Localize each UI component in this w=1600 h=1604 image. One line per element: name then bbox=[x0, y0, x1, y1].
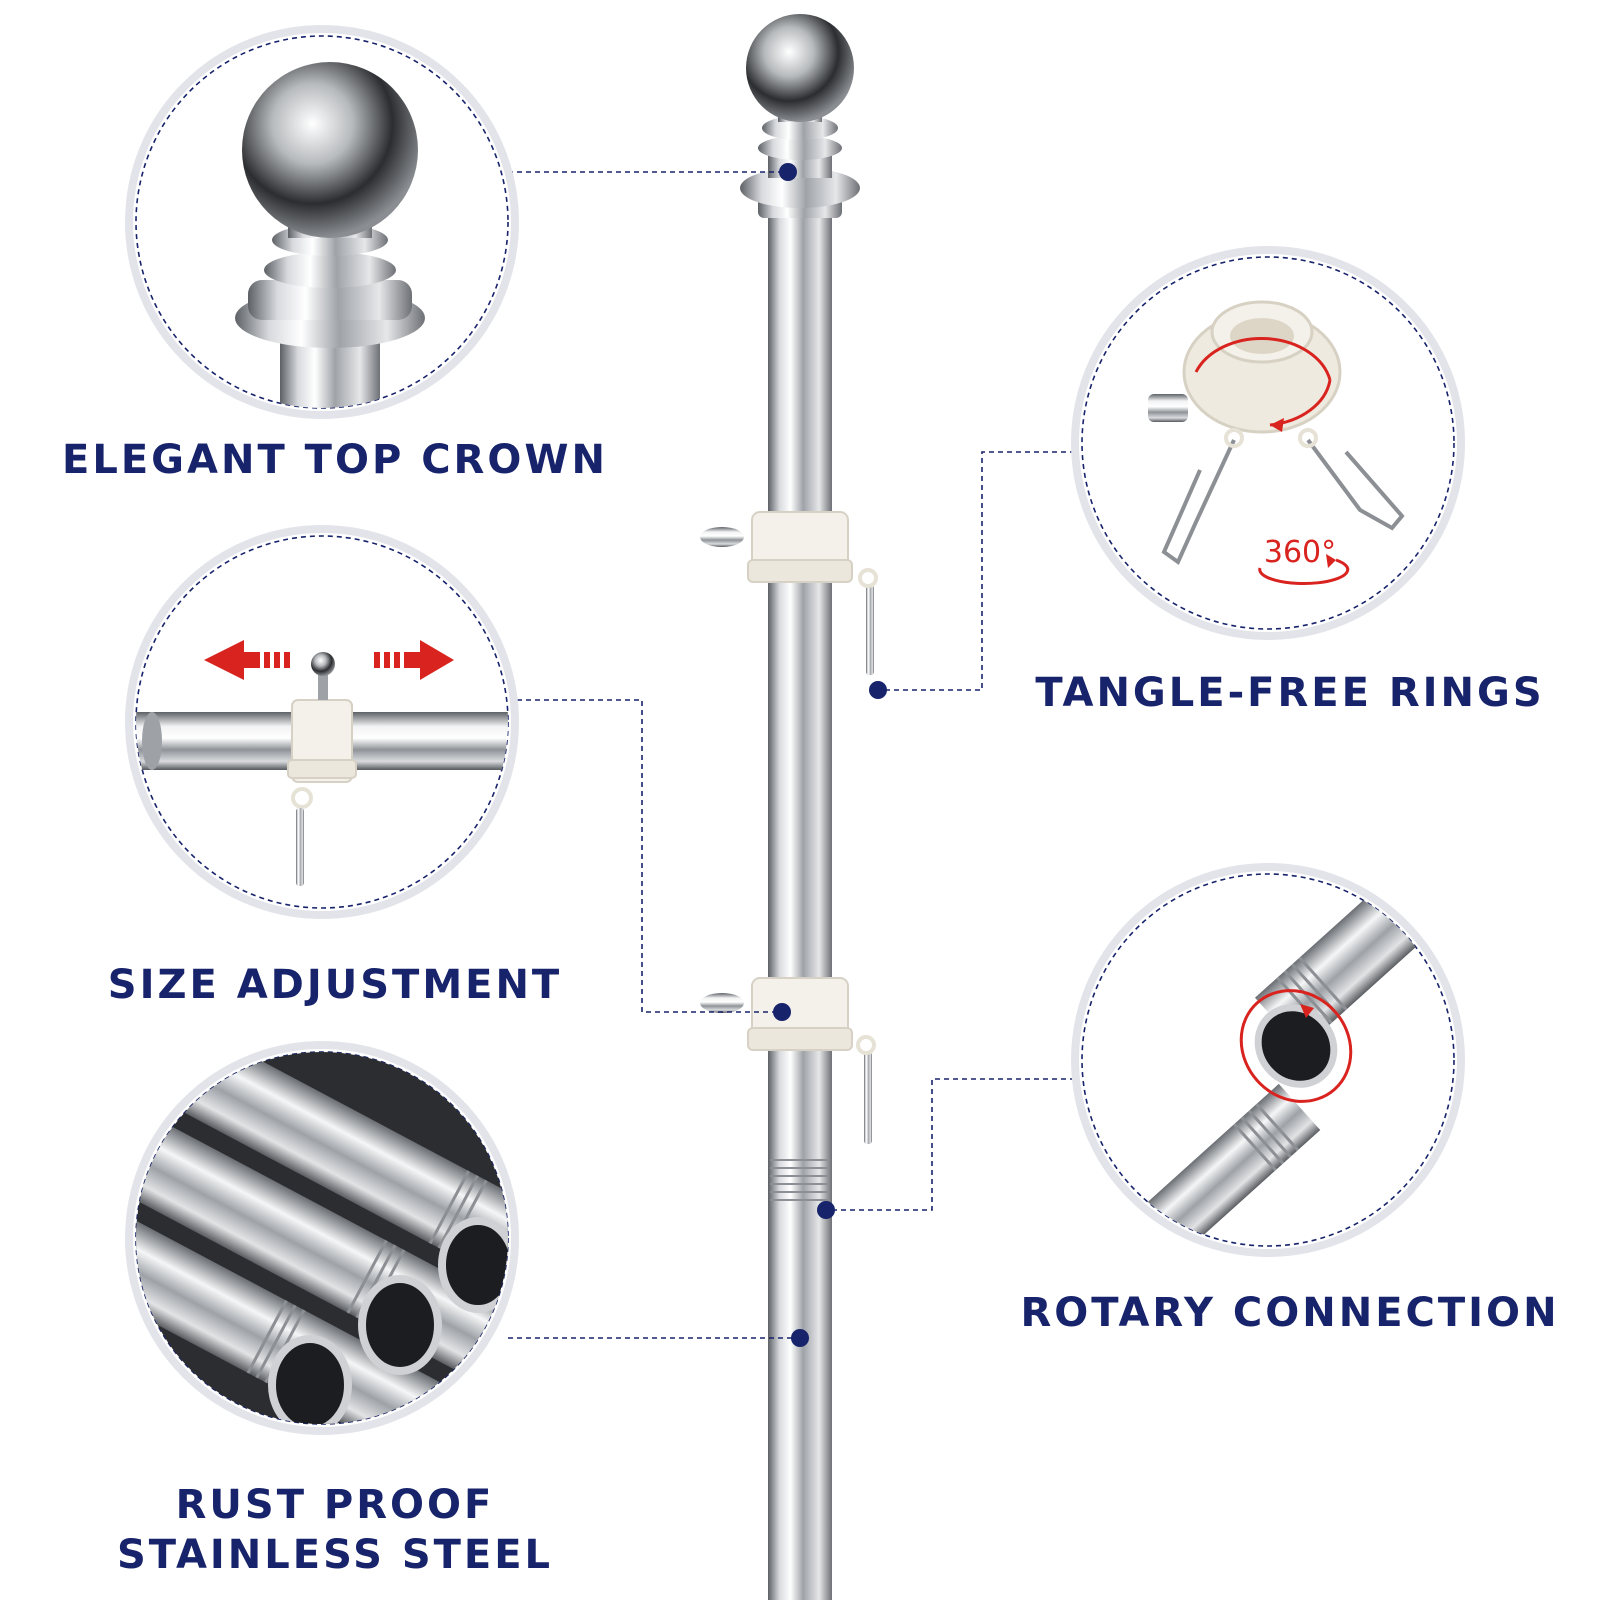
pole-lower-clamp bbox=[700, 977, 876, 1144]
dot-rust bbox=[791, 1329, 809, 1347]
size-detail-circle bbox=[125, 525, 519, 919]
connector-dots bbox=[773, 163, 887, 1347]
rust-proof-line2: STAINLESS STEEL bbox=[116, 1532, 554, 1578]
pole-crown-finial bbox=[740, 14, 860, 218]
feature-rotary-label: ROTARY CONNECTION bbox=[1020, 1290, 1560, 1336]
rings-detail-circle: 360° bbox=[1071, 246, 1465, 640]
feature-rust-proof-label: RUST PROOF STAINLESS STEEL bbox=[40, 1480, 630, 1580]
feature-size-adjustment-label: SIZE ADJUSTMENT bbox=[107, 962, 563, 1008]
dot-crown bbox=[779, 163, 797, 181]
dot-rings bbox=[869, 681, 887, 699]
flag-pole bbox=[700, 14, 878, 1600]
pole-threaded-joint bbox=[770, 1159, 830, 1201]
rust-detail-circle bbox=[125, 1041, 519, 1435]
rotation-360-label: 360° bbox=[1264, 535, 1336, 570]
pole-upper-clamp bbox=[700, 511, 878, 675]
feature-tangle-free-label: TANGLE-FREE RINGS bbox=[1035, 670, 1545, 716]
connector-lines bbox=[508, 171, 1084, 1339]
dot-rotary bbox=[817, 1201, 835, 1219]
crown-detail-circle bbox=[125, 25, 519, 419]
rust-proof-line1: RUST PROOF bbox=[175, 1482, 495, 1528]
dot-size bbox=[773, 1003, 791, 1021]
arrow-right-icon bbox=[374, 640, 454, 680]
rotary-detail-circle bbox=[1071, 863, 1465, 1257]
arrow-left-icon bbox=[204, 640, 290, 680]
feature-top-crown-label: ELEGANT TOP CROWN bbox=[62, 437, 608, 483]
